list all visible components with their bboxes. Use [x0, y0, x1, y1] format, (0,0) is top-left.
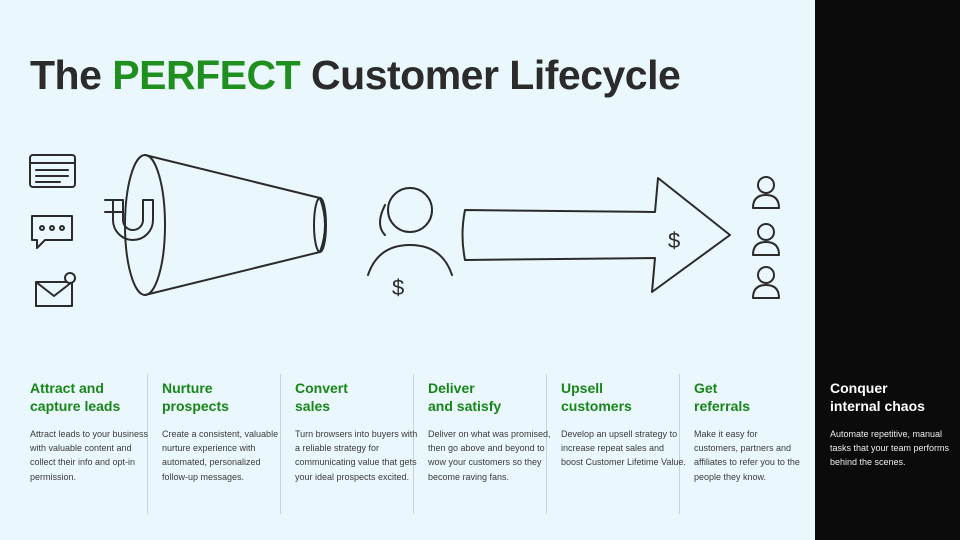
stage-description: Develop an upsell strategy to increase r…: [561, 429, 686, 468]
divider: [679, 374, 680, 514]
funnel-icon: [124, 154, 327, 296]
arrow-icon: $: [461, 177, 731, 293]
stage-description: Turn browsers into buyers with a reliabl…: [295, 429, 418, 482]
page-title: The PERFECT Customer Lifecycle: [30, 52, 681, 98]
webpage-icon: [29, 154, 76, 188]
people-icons: [752, 176, 780, 299]
divider: [413, 374, 414, 514]
chat-bubble-icon: [31, 215, 73, 249]
person-icon: $: [367, 187, 453, 300]
stage-description: Make it easy for customers, partners and…: [694, 429, 800, 482]
svg-text:$: $: [392, 275, 404, 300]
divider: [280, 374, 281, 514]
divider: [546, 374, 547, 514]
lifecycle-illustration: $ $: [29, 154, 780, 307]
stage-description: Deliver on what was promised, then go ab…: [428, 429, 551, 482]
svg-text:$: $: [668, 228, 680, 253]
stage-description: Attract leads to your business with valu…: [30, 429, 149, 482]
stage-description: Automate repetitive, manual tasks that y…: [830, 429, 950, 468]
email-icon: [35, 272, 76, 307]
magnet-icon: [104, 199, 154, 241]
divider: [147, 374, 148, 514]
dark-panel: [815, 0, 960, 540]
stage-description: Create a consistent, valuable nurture ex…: [162, 429, 279, 482]
